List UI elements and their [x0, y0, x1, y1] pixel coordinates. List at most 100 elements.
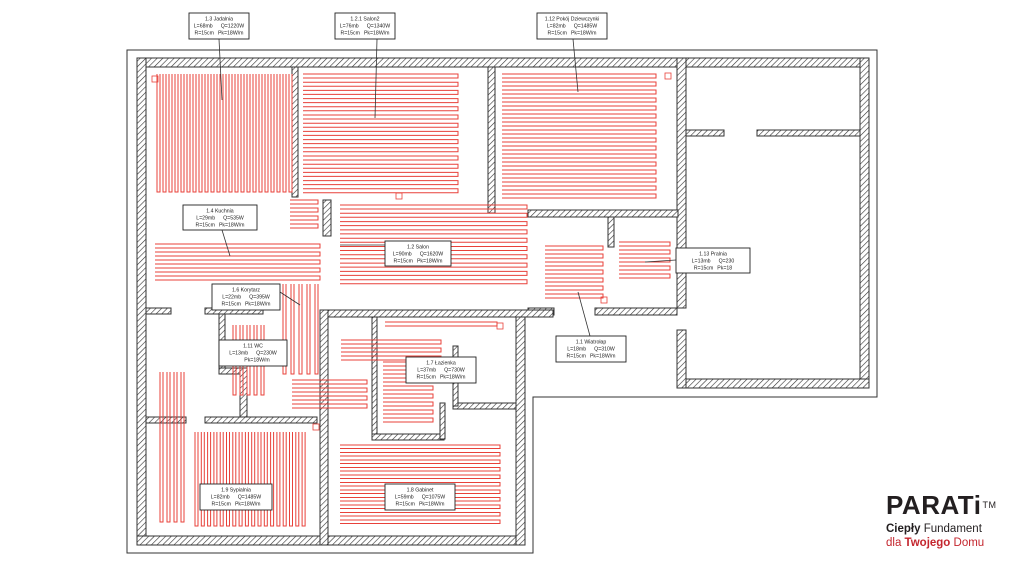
- label-box: [334, 12, 396, 40]
- leader-line: [577, 291, 591, 337]
- heat-output: Q=310W: [594, 347, 615, 353]
- heat-output: Q=730W: [444, 368, 465, 374]
- heating-loops: [151, 72, 672, 527]
- heat-output: Q=1485W: [238, 495, 262, 501]
- loop-start-marker: [664, 72, 672, 80]
- heat-output: Q=1340W: [367, 24, 391, 30]
- pipe-spacing: R=15cm: [396, 502, 415, 508]
- room-name: 1.12 Pokój Dziewczynki: [545, 17, 600, 23]
- pipe-length: L=18mb: [567, 347, 586, 353]
- loop-start-marker: [312, 423, 320, 431]
- pipe-spacing: R=15cm: [212, 502, 231, 508]
- room-length-heat: L=37mb Q=730W: [417, 368, 465, 374]
- brand-tagline-1: Ciepły Fundament: [886, 522, 1016, 536]
- room-name: 1.9 Sypialnia: [221, 488, 251, 494]
- heat-output: Q=1220W: [221, 24, 245, 30]
- loop-wiatrolap: [545, 245, 604, 299]
- power-per-meter: Pk=18W/m: [235, 502, 261, 508]
- loop-lazienka2: [385, 321, 498, 327]
- loop-start-marker: [600, 296, 608, 304]
- pipe-length: L=29mb: [196, 216, 215, 222]
- wall-left-stub2: [145, 416, 187, 424]
- wall-bath-bottom: [371, 433, 445, 441]
- wall-right: [859, 57, 870, 389]
- room-name: 1.4 Kuchnia: [206, 209, 234, 215]
- loop-pokoj: [502, 73, 657, 199]
- loop-jadalnia: [156, 74, 293, 193]
- pipe-length: L=90mb: [393, 252, 412, 258]
- label-box: [182, 204, 258, 231]
- power-per-meter: Pk=18W/m: [245, 302, 271, 308]
- loop-kuchnia: [155, 243, 321, 281]
- loop-start-marker: [496, 322, 504, 330]
- wall-pokoj-bottom: [527, 209, 679, 218]
- leader-line: [572, 38, 579, 93]
- label-box: [218, 339, 288, 367]
- pipe-length: L=22mb: [222, 295, 241, 301]
- pipe-length: L=13mb: [692, 259, 711, 265]
- room-name: 1.1 Wiatrołap: [576, 340, 607, 346]
- label-box: [199, 483, 273, 511]
- walls: [136, 57, 870, 546]
- wall-salon2-right: [487, 66, 496, 214]
- loop-salon-a: [290, 199, 319, 229]
- pipe-spacing: R=15cm: [222, 302, 241, 308]
- room-length-heat: L=13mb Q=230W: [229, 351, 277, 357]
- power-per-meter: Pk=18W/m: [364, 31, 390, 37]
- outer-boundary: [126, 49, 878, 554]
- power-per-meter: Pk=18W/m: [218, 31, 244, 37]
- label-box: [675, 247, 751, 274]
- brand-tm: TM: [982, 500, 997, 510]
- pipe-length: L=13mb: [229, 351, 248, 357]
- brand-tagline-1a: Ciepły: [886, 523, 921, 535]
- power-per-meter: Pk=18W/m: [417, 259, 443, 265]
- pipe-spacing: R=15cm: [548, 31, 567, 37]
- leader-line: [279, 291, 301, 306]
- wall-pillar: [322, 199, 332, 237]
- power-per-meter: Pk=18W/m: [419, 502, 445, 508]
- power-per-meter: Pk=18: [717, 266, 732, 272]
- loop-sypialnia2: [194, 432, 306, 527]
- wall-garage-left-low: [676, 329, 687, 389]
- brand-name: PARATiTM: [886, 492, 1016, 518]
- label-box: [405, 356, 477, 384]
- label-box: [555, 335, 627, 363]
- wall-left: [136, 57, 147, 546]
- heat-output: Q=535W: [223, 216, 244, 222]
- heat-output: Q=230W: [256, 351, 277, 357]
- heat-output: Q=1075W: [422, 495, 446, 501]
- wall-garage-left: [676, 57, 687, 309]
- loop-start-marker: [395, 192, 403, 200]
- wall-bath-mid: [452, 402, 517, 410]
- power-per-meter: Pk=18W/m: [590, 354, 616, 360]
- power-per-meter: Pk=18W/m: [244, 358, 270, 364]
- pipe-spacing: R=15cm: [196, 223, 215, 229]
- parati-logo: PARATiTM Ciepły Fundament dla Twojego Do…: [886, 492, 1016, 550]
- heat-output: Q=1485W: [574, 24, 598, 30]
- brand-tagline-2a: dla: [886, 537, 905, 549]
- label-box: [188, 12, 250, 40]
- pipe-spacing: R=15cm: [341, 31, 360, 37]
- pipe-length: L=82mb: [547, 24, 566, 30]
- leader-line: [374, 38, 378, 119]
- wall-right-lower: [515, 309, 526, 546]
- wall-garage-mid: [685, 129, 725, 137]
- pipe-length: L=76mb: [340, 24, 359, 30]
- brand-tagline-2: dla Twojego Domu: [886, 536, 1016, 550]
- pipe-length: L=37mb: [417, 368, 436, 374]
- wall-corridor-vert: [319, 309, 329, 546]
